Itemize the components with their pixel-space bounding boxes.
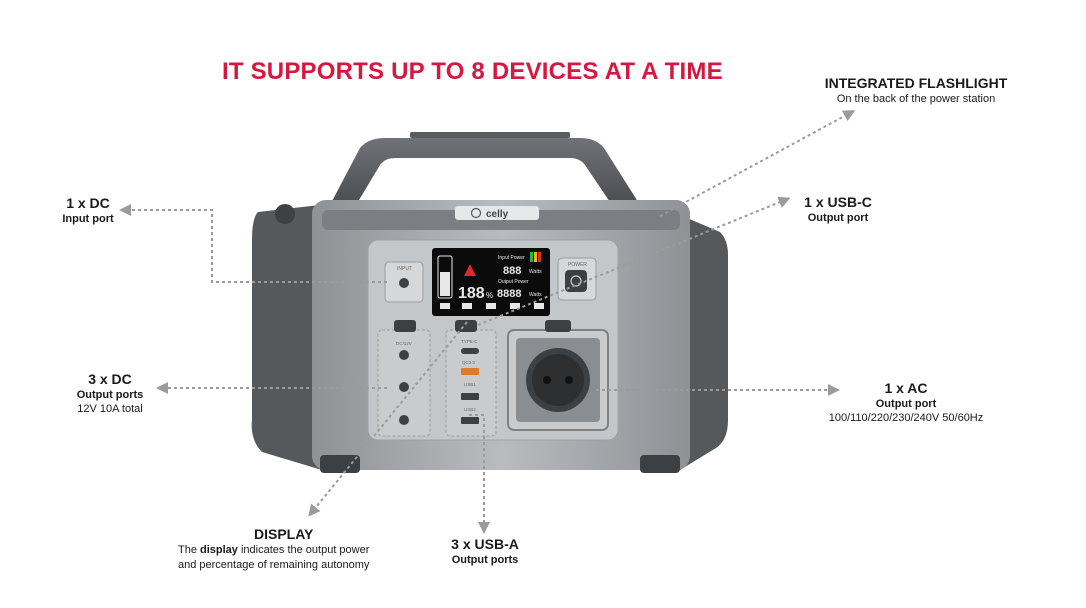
svg-text:USB2: USB2: [464, 407, 476, 412]
callout-dc-input: 1 x DC Input port: [62, 195, 114, 225]
dc-switch[interactable]: [394, 320, 416, 332]
ac-switch[interactable]: [545, 320, 571, 332]
warning-triangle-icon: [464, 264, 476, 276]
usb-c-port: [461, 348, 479, 354]
svg-text:Input Power: Input Power: [498, 255, 525, 261]
usb-a-port-1: [461, 393, 479, 400]
svg-text:USB1: USB1: [464, 382, 476, 387]
usb-a-port-qc: [461, 368, 479, 375]
right-bumper: [680, 215, 728, 470]
svg-text:INPUT: INPUT: [397, 266, 412, 272]
dc-output-port-2: [399, 382, 409, 392]
svg-text:%: %: [486, 291, 493, 300]
logo-plate: [455, 206, 539, 220]
dc-output-port-1: [399, 350, 409, 360]
usb-a-port-2: [461, 417, 479, 424]
callout-lines: [119, 110, 856, 534]
callout-usb-a: 3 x USB-A Output ports: [451, 536, 519, 566]
power-icon: [570, 275, 582, 287]
svg-text:QC3.0: QC3.0: [462, 360, 476, 365]
display-description: The display indicates the output power: [178, 544, 370, 556]
carry-handle: [330, 132, 640, 205]
lcd-display: [432, 248, 550, 316]
svg-text:POWER: POWER: [568, 262, 587, 268]
callout-ac: 1 x AC Output port 100/110/220/230/240V …: [828, 380, 984, 424]
svg-text:888: 888: [503, 265, 521, 277]
svg-text:DC/12V: DC/12V: [396, 341, 412, 346]
callout-dc-output: 3 x DC Output ports 12V 10A total: [76, 371, 144, 415]
dc-input-port: [399, 278, 409, 288]
brand-logo: celly: [486, 209, 509, 220]
svg-text:8888: 8888: [497, 288, 521, 300]
svg-text:Watts: Watts: [529, 269, 542, 275]
svg-text:Output Power: Output Power: [498, 279, 529, 285]
headline: IT SUPPORTS UP TO 8 DEVICES AT A TIME: [222, 58, 723, 85]
usb-switch[interactable]: [455, 320, 477, 332]
callout-flashlight: INTEGRATED FLASHLIGHT On the back of the…: [824, 75, 1008, 105]
left-bumper: [251, 205, 322, 470]
svg-text:188: 188: [458, 285, 485, 302]
callout-display: DISPLAY The display indicates the output…: [178, 526, 370, 571]
dc-output-port-3: [399, 415, 409, 425]
svg-text:Watts: Watts: [529, 292, 542, 298]
svg-text:TYPE-C: TYPE-C: [461, 339, 478, 344]
callout-usb-c: 1 x USB-C Output port: [804, 194, 872, 224]
power-button[interactable]: [565, 270, 587, 292]
